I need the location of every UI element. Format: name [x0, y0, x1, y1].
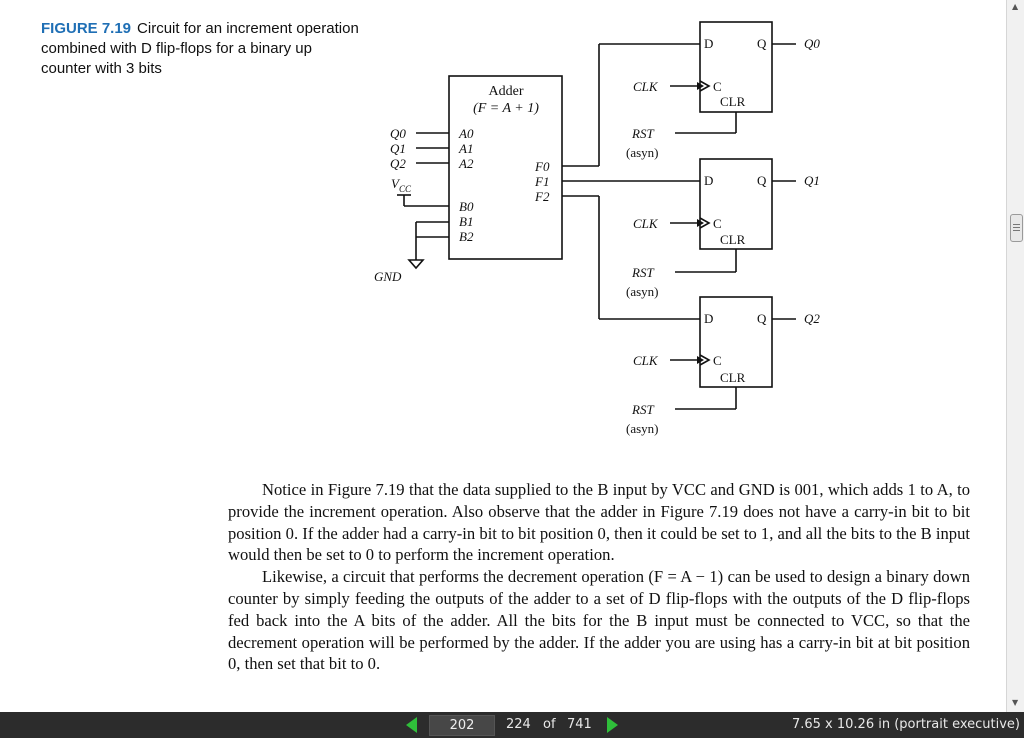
- ff2-q-label: Q: [757, 311, 767, 326]
- ff0-clr-label: CLR: [720, 94, 746, 109]
- current-page-number: 224: [506, 717, 531, 732]
- ff2-d-label: D: [704, 311, 713, 326]
- page-number-input[interactable]: [429, 715, 495, 736]
- scroll-thumb[interactable]: [1010, 214, 1023, 242]
- total-pages: 741: [567, 717, 592, 732]
- adder-formula: (F = A + 1): [473, 101, 539, 116]
- vertical-scrollbar[interactable]: ▲ ▼: [1006, 0, 1024, 712]
- ff1-d-label: D: [704, 173, 713, 188]
- page-of-label: of: [543, 717, 556, 732]
- gnd-symbol: [407, 259, 425, 270]
- paragraph-1: Notice in Figure 7.19 that the data supp…: [228, 480, 970, 565]
- ff1-c-label: C: [713, 216, 722, 231]
- vcc-label: VCC: [391, 176, 412, 194]
- paragraph-2: Likewise, a circuit that performs the de…: [228, 567, 970, 674]
- adder-output-f2: F2: [534, 189, 550, 204]
- adder-output-f0: F0: [534, 159, 550, 174]
- ff1-asyn-label: (asyn): [626, 284, 659, 299]
- adder-input-a0: A0: [458, 126, 474, 141]
- ff0-output-label: Q0: [804, 36, 820, 51]
- ff1-clk-label: CLK: [633, 216, 659, 231]
- ff1-rst-label: RST: [631, 265, 654, 280]
- ff2-output-label: Q2: [804, 311, 820, 326]
- gnd-label: GND: [374, 269, 402, 284]
- ff0-c-label: C: [713, 79, 722, 94]
- ff2-clk-label: CLK: [633, 353, 659, 368]
- next-page-arrow-icon[interactable]: [607, 717, 618, 733]
- adder-title: Adder: [489, 84, 524, 99]
- ff2-rst-label: RST: [631, 402, 654, 417]
- signal-q0-label: Q0: [390, 126, 406, 141]
- ff1-output-label: Q1: [804, 173, 820, 188]
- body-text: Notice in Figure 7.19 that the data supp…: [228, 479, 970, 675]
- ff0-clk-label: CLK: [633, 79, 659, 94]
- adder-input-a2: A2: [458, 156, 474, 171]
- ff1-q-label: Q: [757, 173, 767, 188]
- circuit-diagram: Adder (F = A + 1) A0 A1 A2 B0 B1 B2 F0 F…: [374, 21, 820, 436]
- scroll-down-arrow-icon[interactable]: ▼: [1012, 698, 1019, 707]
- adder-input-b2: B2: [459, 229, 474, 244]
- page-size-label: 7.65 x 10.26 in (portrait executive): [791, 717, 1020, 732]
- ff0-asyn-label: (asyn): [626, 145, 659, 160]
- ff1-clr-label: CLR: [720, 232, 746, 247]
- figure-caption-text: Circuit for an increment operation combi…: [41, 20, 359, 77]
- adder-input-b1: B1: [459, 214, 473, 229]
- signal-q2-label: Q2: [390, 156, 406, 171]
- scroll-up-arrow-icon[interactable]: ▲: [1012, 2, 1019, 11]
- figure-label: FIGURE 7.19: [41, 20, 132, 37]
- previous-page-arrow-icon[interactable]: [406, 717, 417, 733]
- ff0-d-label: D: [704, 36, 713, 51]
- adder-input-b0: B0: [459, 199, 474, 214]
- adder-block: [448, 75, 563, 260]
- status-bar: 224 of 741 7.65 x 10.26 in (portrait exe…: [0, 712, 1024, 738]
- adder-output-f1: F1: [534, 174, 549, 189]
- ff2-c-label: C: [713, 353, 722, 368]
- ff0-q-label: Q: [757, 36, 767, 51]
- ff0-rst-label: RST: [631, 126, 654, 141]
- adder-input-a1: A1: [458, 141, 473, 156]
- signal-q1-label: Q1: [390, 141, 406, 156]
- ff2-clr-label: CLR: [720, 370, 746, 385]
- ff2-asyn-label: (asyn): [626, 421, 659, 436]
